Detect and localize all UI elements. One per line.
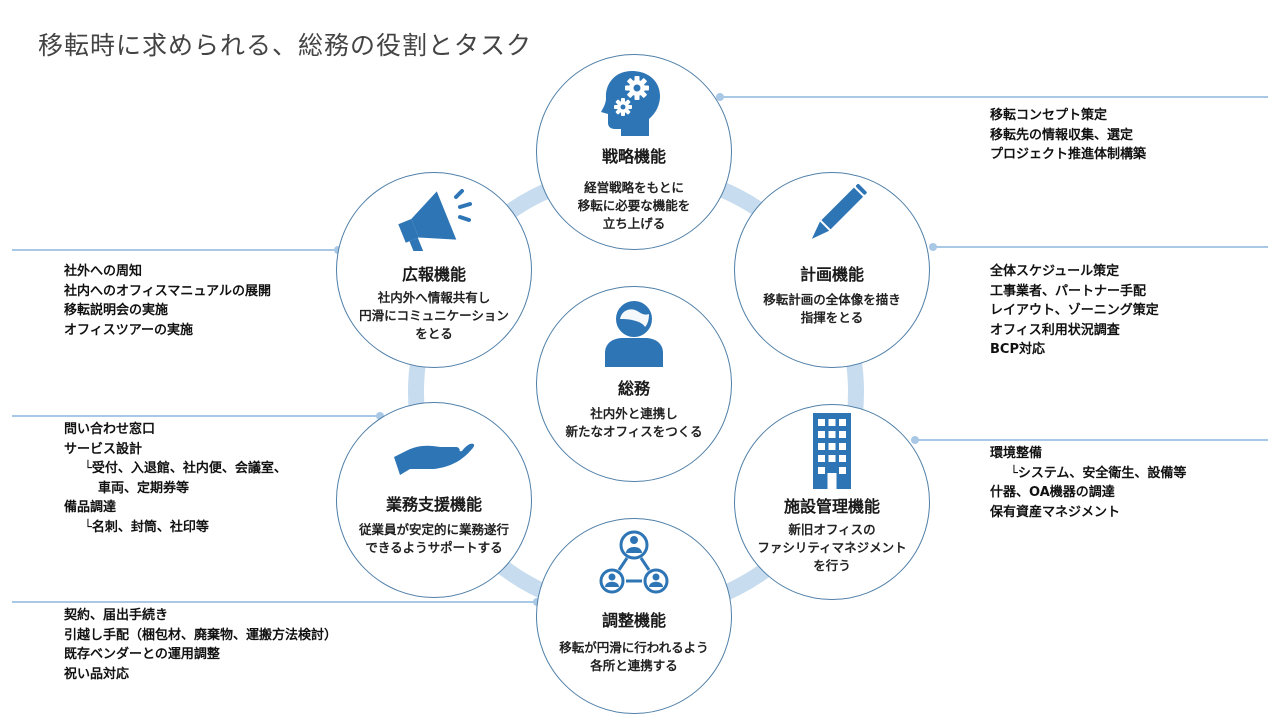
node-planning: 計画機能 移転計画の全体像を描き 指揮をとる — [734, 172, 930, 368]
node-description: 社内外と連携し 新たなオフィスをつくる — [565, 406, 703, 439]
node-facility: 施設管理機能 新旧オフィスの ファシリティマネジメント を行う — [734, 404, 930, 600]
node-description: 社内外へ情報共有し 円滑にコミュニケーション をとる — [359, 290, 509, 341]
node-pr: 広報機能 社内外へ情報共有し 円滑にコミュニケーション をとる — [336, 172, 532, 368]
task-list-coordination: 契約、届出手続き 引越し手配（梱包材、廃棄物、運搬方法検討） 既存ベンダーとの運… — [64, 608, 338, 682]
node-strategy: 戦略機能 経営戦略をもとに 移転に必要な機能を 立ち上げる — [536, 54, 732, 250]
node-title: 広報機能 — [401, 265, 466, 284]
task-list-planning: 全体スケジュール策定 工事業者、パートナー手配 レイアウト、ゾーニング策定 オフ… — [990, 264, 1159, 357]
node-title: 調整機能 — [601, 611, 666, 630]
leader-dot-planning — [929, 243, 937, 251]
gears-head-icon — [599, 67, 669, 137]
node-description: 移転が円滑に行われるよう 各所と連携する — [559, 640, 709, 673]
node-title: 総務 — [617, 379, 650, 398]
pencil-icon — [797, 183, 867, 253]
node-support: 業務支援機能 従業員が安定的に業務遂行 できるようサポートする — [336, 402, 532, 598]
network-people-icon — [599, 529, 669, 595]
leader-dot-strategy — [716, 93, 724, 101]
node-description: 従業員が安定的に業務遂行 できるようサポートする — [358, 522, 509, 555]
hand-icon — [392, 427, 476, 479]
task-list-pr: 社外への周知 社内へのオフィスマニュアルの展開 移転説明会の実施 オフィスツアー… — [64, 264, 271, 338]
node-title: 施設管理機能 — [783, 497, 880, 516]
leader-dot-facility — [911, 436, 919, 444]
building-icon — [802, 413, 862, 489]
node-coordination: 調整機能 移転が円滑に行われるよう 各所と連携する — [536, 518, 732, 714]
task-list-support: 問い合わせ窓口 サービス設計 └受付、入退館、社内便、会議室、 車両、定期券等 … — [64, 422, 287, 535]
megaphone-icon — [394, 189, 474, 251]
node-center: 総務 社内外と連携し 新たなオフィスをつくる — [536, 286, 732, 482]
task-list-strategy: 移転コンセプト策定 移転先の情報収集、選定 プロジェクト推進体制構築 — [990, 108, 1147, 162]
node-description: 経営戦略をもとに 移転に必要な機能を 立ち上げる — [577, 180, 691, 231]
node-title: 戦略機能 — [601, 147, 666, 166]
node-title: 業務支援機能 — [385, 495, 482, 514]
node-description: 新旧オフィスの ファシリティマネジメント を行う — [757, 522, 907, 573]
page-title: 移転時に求められる、総務の役割とタスク — [38, 31, 533, 60]
node-title: 計画機能 — [799, 265, 864, 284]
task-list-facility: 環境整備 └システム、安全衛生、設備等 什器、OA機器の調達 保有資産マネジメン… — [990, 446, 1187, 520]
node-description: 移転計画の全体像を描き 指揮をとる — [763, 292, 901, 325]
person-icon — [599, 297, 669, 367]
